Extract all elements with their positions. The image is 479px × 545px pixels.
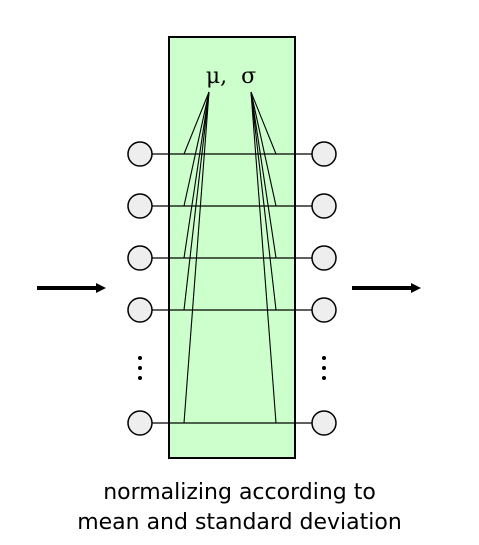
input-node-4 xyxy=(127,297,153,323)
input-node-n xyxy=(127,410,153,436)
normalization-box xyxy=(168,36,296,459)
std-fan-lines xyxy=(250,91,277,424)
output-node-3 xyxy=(311,245,337,271)
input-node-1 xyxy=(127,141,153,167)
output-ellipsis xyxy=(322,356,326,380)
output-nodes xyxy=(311,141,337,436)
caption-line-2: mean and standard deviation xyxy=(77,510,402,535)
input-node-2 xyxy=(127,193,153,219)
input-ellipsis xyxy=(138,356,142,380)
output-node-n xyxy=(311,410,337,436)
input-nodes xyxy=(127,141,153,436)
connection-lines xyxy=(140,153,324,424)
mean-std-label: μ, σ xyxy=(206,64,256,89)
mean-fan-lines xyxy=(183,91,210,424)
output-node-4 xyxy=(311,297,337,323)
caption-line-1: normalizing according to xyxy=(103,480,376,505)
input-node-3 xyxy=(127,245,153,271)
output-node-1 xyxy=(311,141,337,167)
output-node-2 xyxy=(311,193,337,219)
